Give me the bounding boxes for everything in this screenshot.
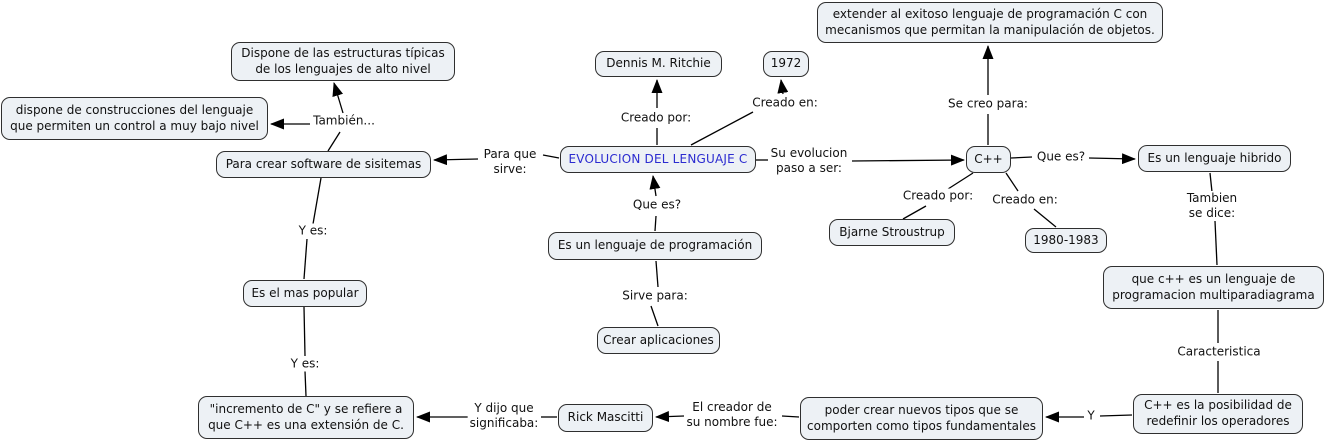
connector-line — [1033, 208, 1057, 228]
connector-line — [312, 177, 322, 225]
connector-arrow — [1088, 153, 1136, 165]
connector-arrow — [777, 79, 789, 95]
connector-line — [781, 415, 800, 418]
link-label-que-es-c[interactable]: Que es? — [630, 197, 684, 213]
link-label-creador-nombre[interactable]: El creador de su nombre fue: — [684, 400, 780, 430]
link-label-tambien[interactable]: También... — [311, 113, 377, 129]
connector-line — [542, 154, 560, 159]
link-label-y-dijo[interactable]: Y dijo que significaba: — [467, 401, 541, 431]
node-redefinir-operadores[interactable]: C++ es la posibilidad de redefinir los o… — [1133, 394, 1303, 434]
link-label-para-que-sirve[interactable]: Para que sirve: — [481, 147, 539, 177]
link-label-creado-por-cpp[interactable]: Creado por: — [900, 188, 976, 204]
connector-line — [303, 306, 306, 357]
node-bjarne-stroustrup[interactable]: Bjarne Stroustrup — [829, 219, 955, 246]
node-anio-1972[interactable]: 1972 — [763, 51, 809, 77]
node-cpp[interactable]: C++ — [966, 146, 1011, 173]
node-construcciones-bajo-nivel[interactable]: dispone de construcciones del lenguaje q… — [1, 97, 268, 140]
node-software-sistemas[interactable]: Para crear software de sisitemas — [216, 151, 431, 178]
link-label-se-creo-para[interactable]: Se creo para: — [946, 96, 1030, 112]
node-rick-mascitti[interactable]: Rick Mascitti — [558, 404, 653, 432]
connector-arrow — [649, 175, 661, 197]
connector-line — [1099, 414, 1133, 417]
link-label-sirve-para[interactable]: Sirve para: — [620, 288, 690, 304]
node-lenguaje-programacion[interactable]: Es un lenguaje de programación — [548, 232, 762, 260]
link-label-creado-por-c[interactable]: Creado por: — [618, 110, 694, 126]
connector-line — [304, 370, 307, 397]
connector-line — [947, 172, 974, 190]
connector-line — [902, 205, 927, 220]
node-lenguaje-hibrido[interactable]: Es un lenguaje hibrido — [1138, 145, 1291, 172]
connector-line — [303, 238, 308, 280]
link-label-y-es-2[interactable]: Y es: — [288, 356, 322, 372]
connector-line — [650, 305, 659, 327]
node-estructuras-alto-nivel[interactable]: Dispone de las estructuras típicas de lo… — [231, 42, 455, 81]
link-label-caracteristica[interactable]: Caracteristica — [1175, 344, 1263, 360]
connector-arrow — [851, 154, 965, 166]
connector-line — [1005, 172, 1019, 192]
connector-line — [690, 111, 754, 146]
node-extender-lenguaje-c[interactable]: extender al exitoso lenguaje de programa… — [817, 2, 1163, 43]
connector-arrow — [332, 82, 344, 114]
node-mas-popular[interactable]: Es el mas popular — [243, 280, 367, 307]
connector-line — [1209, 172, 1213, 193]
link-label-y-es-1[interactable]: Y es: — [296, 223, 330, 239]
node-evolucion-del-lenguaje-c[interactable]: EVOLUCION DEL LENGUAJE C — [560, 146, 756, 173]
node-anio-1980-1983[interactable]: 1980-1983 — [1025, 228, 1107, 253]
link-label-creado-en-cpp[interactable]: Creado en: — [990, 192, 1060, 208]
node-multiparadigma[interactable]: que c++ es un lenguaje de programacion m… — [1103, 266, 1324, 309]
link-label-tambien-se-dice[interactable]: Tambien se dice: — [1184, 191, 1240, 221]
connector-arrow — [655, 411, 685, 423]
connector-arrow — [433, 154, 479, 166]
connector-line — [654, 215, 657, 232]
node-dennis-ritchie[interactable]: Dennis M. Ritchie — [595, 51, 722, 77]
link-label-creado-en-c[interactable]: Creado en: — [750, 95, 820, 111]
connector-line — [327, 131, 341, 152]
link-label-que-es-cpp[interactable]: Que es? — [1034, 149, 1088, 165]
connector-line — [655, 260, 659, 288]
connector-line — [1010, 156, 1033, 159]
node-incremento-de-c[interactable]: "incremento de C" y se refiere a que C++… — [198, 396, 414, 439]
link-label-y-union[interactable]: Y — [1085, 408, 1097, 424]
node-nuevos-tipos[interactable]: poder crear nuevos tipos que se comporte… — [800, 397, 1043, 440]
link-label-su-evolucion[interactable]: Su evolucion paso a ser: — [768, 146, 850, 176]
connector-line — [1214, 220, 1218, 266]
node-crear-aplicaciones[interactable]: Crear aplicaciones — [597, 327, 720, 354]
